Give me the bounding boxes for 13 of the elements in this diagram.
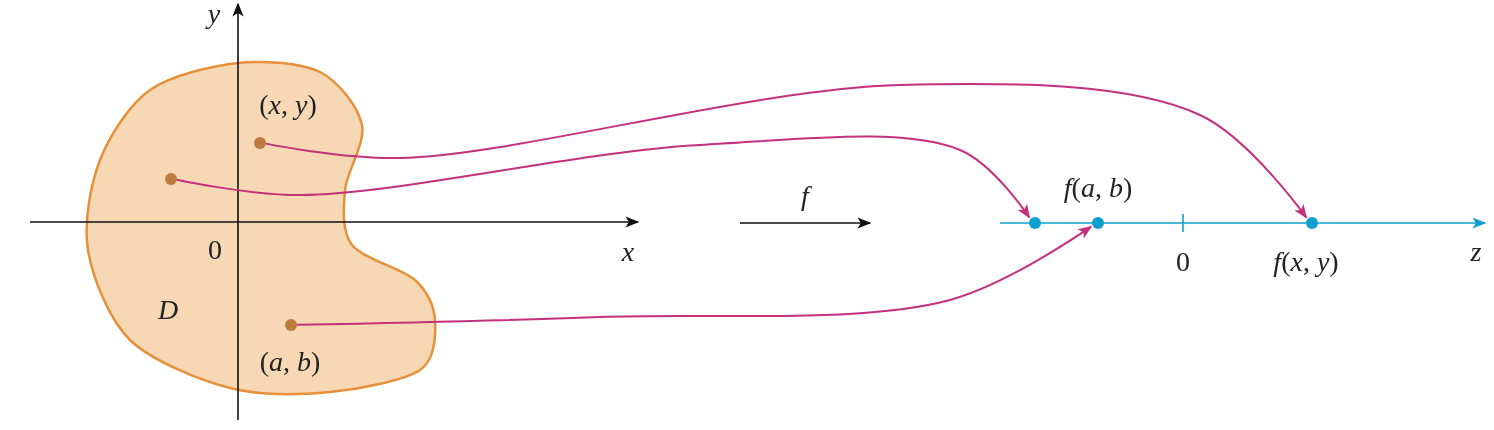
origin-label: 0 [1176, 248, 1190, 276]
point-label: (a, b) [259, 348, 321, 376]
mapping-arrow [264, 83, 1308, 219]
region-label: D [157, 296, 179, 324]
mapping-arrow [296, 225, 1093, 326]
origin-label: 0 [208, 236, 222, 264]
axis-label: z [1470, 238, 1482, 266]
axis-label: x [621, 238, 635, 266]
point-label: f(x, y) [1273, 248, 1339, 276]
point-label: f(a, b) [1063, 174, 1133, 202]
mapping-arrow [175, 135, 1031, 219]
point-label: (x, y) [259, 91, 317, 119]
axis-label: y [207, 0, 221, 28]
